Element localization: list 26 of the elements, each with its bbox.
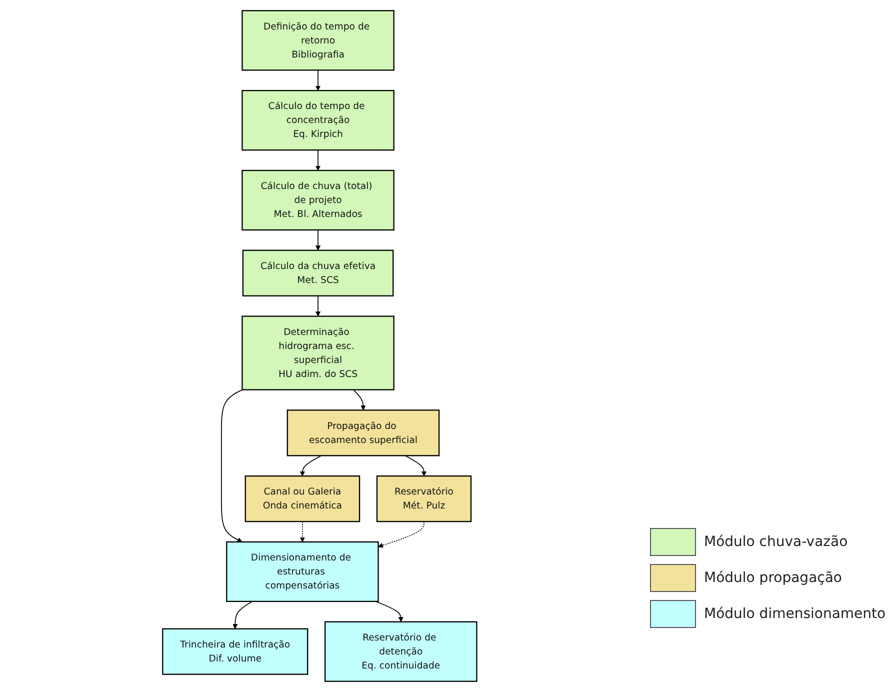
arrow xyxy=(300,454,322,476)
node-box: Reservatório Mét. Pulz xyxy=(376,474,472,522)
node-box: Canal ou Galeria Onda cinemática xyxy=(245,474,360,522)
node-box: Propagação do escoamento superficial xyxy=(287,409,440,456)
arrow xyxy=(221,388,244,542)
legend-text: Módulo propagação xyxy=(704,570,842,586)
legend-text: Módulo chuva-vazão xyxy=(704,534,848,550)
arrow xyxy=(316,149,321,170)
node-box: Dimensionamento de estruturas compensatórias xyxy=(226,540,380,602)
node-box: Trincheira de infiltração Dif. volume xyxy=(162,628,308,674)
node-box: Cálculo da chuva efetiva Met. SCS xyxy=(242,249,394,296)
node-box: Reservatório de detenção Eq. continuidade xyxy=(324,620,478,682)
node-box: Cálculo de chuva (total) de projeto Met. Bl. Alternados xyxy=(242,169,395,230)
arrow xyxy=(300,520,306,542)
arrow xyxy=(378,520,425,548)
node-box: Determinação hidrograma esc. superficial HU adim. do SCS xyxy=(242,315,395,390)
arrow xyxy=(316,294,321,316)
arrow xyxy=(232,600,254,629)
legend-text: Módulo dimensionamento xyxy=(704,606,886,622)
node-box: Cálculo do tempo de concentração Eq. Kirpich xyxy=(242,89,395,150)
arrow xyxy=(353,388,366,410)
node-box: Definição do tempo de retorno Bibliografia xyxy=(242,10,395,70)
arrow xyxy=(316,229,321,250)
arrow xyxy=(376,600,404,622)
arrow xyxy=(405,454,427,476)
arrow xyxy=(316,69,321,90)
